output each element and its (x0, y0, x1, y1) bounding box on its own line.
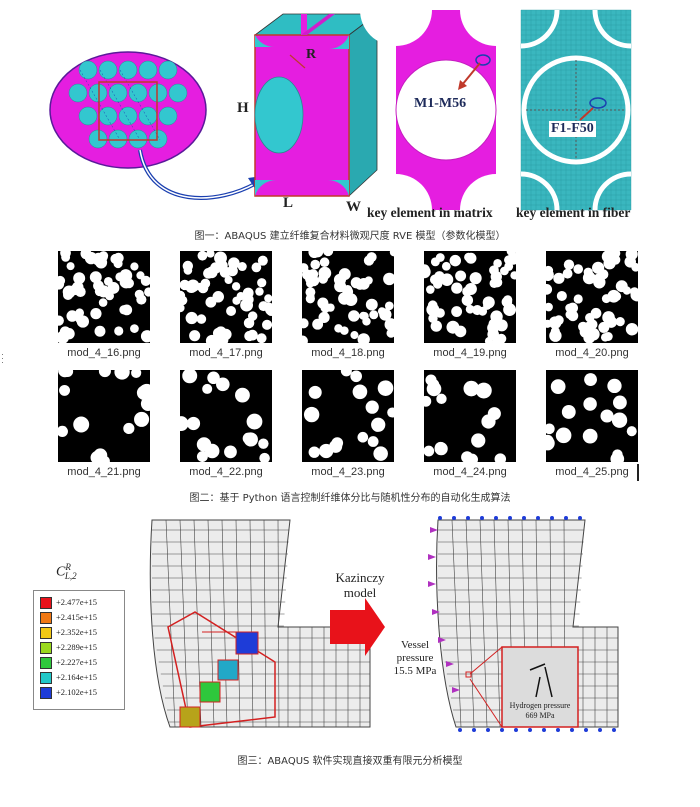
fiber-array (68, 60, 188, 149)
label-fiber-range: F1-F50 (549, 121, 596, 137)
microstructure-thumbnail[interactable] (302, 251, 394, 343)
right-mesh (428, 516, 619, 732)
microstructure-thumbnail[interactable] (546, 251, 638, 343)
legend-swatch (40, 657, 52, 669)
label-l: L (283, 195, 294, 211)
key-element-fiber-marker (589, 97, 607, 109)
fiber-mesh-view (520, 9, 632, 211)
zoom-box-blue (235, 631, 259, 655)
figure-2-caption: 图二：基于 Python 语言控制纤维体分比与随机性分布的自动化生成算法 (189, 493, 511, 504)
microstructure-thumbnail[interactable] (302, 370, 394, 462)
thumbnail-filename: mod_4_18.png (311, 347, 385, 359)
rve-3d-block (253, 13, 379, 197)
vessel-pressure-label: Vessel pressure 15.5 MPa (393, 639, 437, 677)
thumbnail-filename: mod_4_24.png (433, 466, 507, 478)
thumbnail-filename: mod_4_23.png (311, 466, 385, 478)
figure-3: CRL,2 +2.477e+15 +2.415e+15 +2.352e+15 +2.2… (0, 512, 700, 807)
zoom-box-green (199, 681, 221, 703)
label-r: R (306, 47, 317, 62)
rve-schematic (49, 0, 632, 225)
kazinczy-arrow (330, 598, 385, 656)
microstructure-thumbnail[interactable] (180, 370, 272, 462)
thumbnail-filename: mod_4_21.png (67, 466, 141, 478)
figure-3-caption: 图三：ABAQUS 软件实现直接双重有限元分析模型 (237, 756, 463, 767)
legend-swatch (40, 642, 52, 654)
zoom-box-cyan (217, 659, 239, 681)
legend-value: +2.227e+15 (56, 657, 97, 667)
label-h: H (237, 100, 249, 116)
thumbnail-filename: mod_4_19.png (433, 347, 507, 359)
side-dots: ··· (1, 349, 4, 367)
figure-2: ··· mod_4_16.png mod_4_17.png mod_4_18.png… (0, 245, 700, 510)
zoom-box-olive (179, 706, 201, 728)
figure-1-caption: 图一：ABAQUS 建立纤维复合材料微观尺度 RVE 模型（参数化模型） (194, 231, 506, 242)
legend-swatch (40, 597, 52, 609)
color-legend: +2.477e+15 +2.415e+15 +2.352e+15 +2.289e+15… (33, 590, 125, 710)
thumbnail-filename: mod_4_16.png (67, 347, 141, 359)
left-mesh (149, 519, 371, 728)
microstructure-thumbnail[interactable] (424, 251, 516, 343)
legend-swatch (40, 672, 52, 684)
label-key-fiber: key element in fiber (516, 205, 631, 220)
thumbnail-filename: mod_4_22.png (189, 466, 263, 478)
rve-selection-box (98, 81, 158, 141)
legend-value: +2.102e+15 (56, 687, 97, 697)
legend-value: +2.477e+15 (56, 597, 97, 607)
microstructure-thumbnail[interactable] (546, 370, 638, 462)
text-cursor (637, 464, 639, 481)
key-element-matrix-marker (475, 54, 491, 66)
legend-value: +2.289e+15 (56, 642, 97, 652)
legend-value: +2.164e+15 (56, 672, 97, 682)
kazinczy-label: Kazinczy model (335, 570, 385, 600)
legend-swatch (40, 612, 52, 624)
microstructure-thumbnail[interactable] (58, 251, 150, 343)
legend-value: +2.352e+15 (56, 627, 97, 637)
hydrogen-pressure-label: Hydrogen pressure 669 MPa (509, 701, 571, 720)
label-matrix-range: M1-M56 (414, 96, 467, 111)
hydrogen-zoom-box (501, 646, 579, 728)
legend-value: +2.415e+15 (56, 612, 97, 622)
microstructure-thumbnail[interactable] (180, 251, 272, 343)
microstructure-thumbnail[interactable] (424, 370, 516, 462)
matrix-mesh-view (360, 0, 532, 225)
thumbnail-filename: mod_4_25.png (555, 466, 629, 478)
legend-swatch (40, 687, 52, 699)
thumbnail-filename: mod_4_17.png (189, 347, 263, 359)
microstructure-thumbnail[interactable] (58, 370, 150, 462)
figure-1: H R L W M1-M56 F1-F50 key element in mat… (0, 0, 700, 245)
label-key-matrix: key element in matrix (367, 205, 493, 220)
fe-analysis-model (149, 516, 619, 732)
label-w: W (346, 199, 361, 215)
legend-swatch (40, 627, 52, 639)
legend-title: CRL,2 (56, 562, 77, 582)
thumbnail-filename: mod_4_20.png (555, 347, 629, 359)
